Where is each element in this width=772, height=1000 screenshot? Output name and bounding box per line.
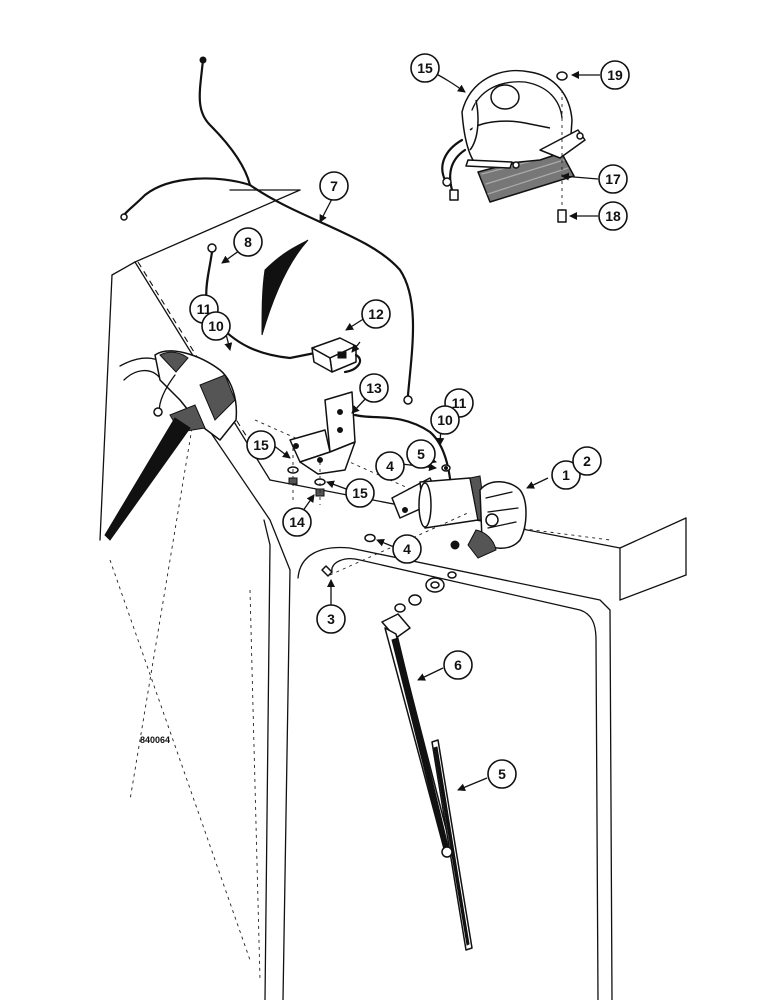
wire-harness <box>120 56 415 405</box>
figure-code: 840064 <box>140 735 170 745</box>
fasteners-left <box>287 448 326 505</box>
callout-12: 12 <box>368 306 384 322</box>
callout-2: 2 <box>583 453 591 469</box>
callout-1: 1 <box>562 467 570 483</box>
callout-11-right: 11 <box>452 395 467 411</box>
left-wiper-motor <box>104 350 238 541</box>
callout-10-right: 10 <box>437 412 453 428</box>
callout-4-upper: 4 <box>386 458 394 474</box>
callout-7: 6 <box>454 657 462 673</box>
motor-inset <box>441 70 586 223</box>
fasteners-right <box>321 464 471 613</box>
callout-13: 13 <box>366 380 382 396</box>
callout-4-lower: 4 <box>403 541 411 557</box>
callout-10-left: 10 <box>208 318 224 334</box>
mounting-bracket <box>289 391 455 522</box>
callouts: 15 19 17 18 7 8 11 10 12 13 11 10 15 <box>189 53 630 792</box>
callout-16: 15 <box>417 60 433 76</box>
callout-19: 19 <box>607 67 623 83</box>
callout-3: 3 <box>327 611 335 627</box>
wiper-arm <box>381 613 453 857</box>
wiper-switch <box>311 337 362 374</box>
callout-18: 18 <box>605 208 621 224</box>
right-wiper-motor <box>391 475 527 559</box>
callout-17: 17 <box>605 171 621 187</box>
callout-14: 14 <box>289 514 305 530</box>
wire-lead <box>205 239 322 360</box>
wiper-blade <box>431 739 473 951</box>
callout-8: 7 <box>330 178 338 194</box>
callout-6: 5 <box>498 766 506 782</box>
callout-11-left: 11 <box>197 301 212 317</box>
callout-15-left: 15 <box>253 437 269 453</box>
cab-outline <box>99 189 687 1000</box>
callout-9: 8 <box>244 234 252 250</box>
callout-5: 5 <box>417 446 425 462</box>
callout-15-right: 15 <box>352 485 368 501</box>
